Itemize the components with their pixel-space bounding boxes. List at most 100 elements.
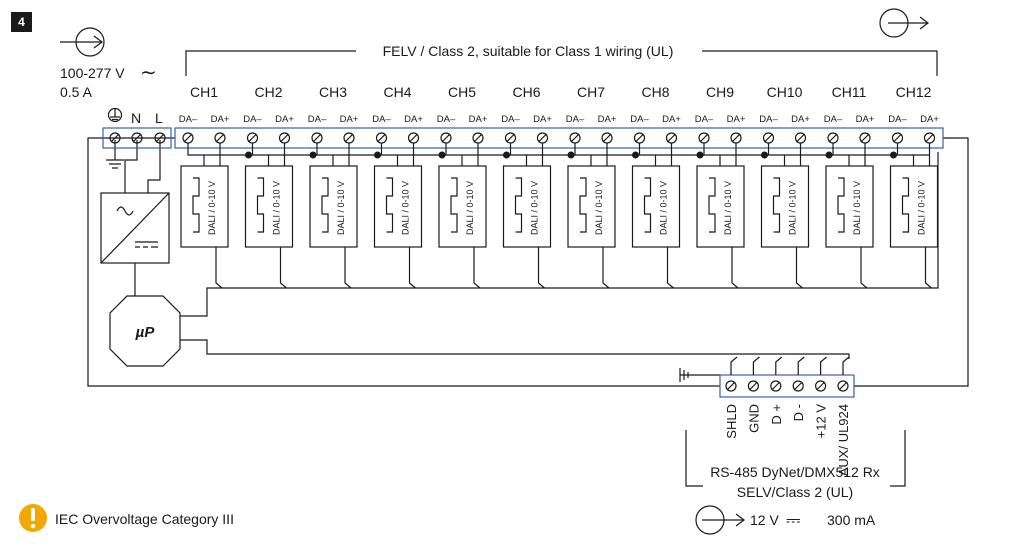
channel-label: CH12 [896, 84, 932, 100]
terminal-label-da-minus: DA– [501, 114, 520, 125]
driver-box [180, 165, 229, 248]
terminal-label-da-minus: DA– [630, 114, 649, 125]
channel-label: CH6 [512, 84, 540, 100]
shield-ground-symbol [679, 368, 689, 382]
selv-label: SELV/Class 2 (UL) [737, 484, 853, 500]
channel-label: CH8 [641, 84, 669, 100]
driver-label: DALI / 0-10 V [917, 181, 927, 235]
bus-terminal-label: D - [791, 404, 806, 421]
felv-bracket-right [702, 50, 938, 76]
driver-box [889, 165, 939, 248]
driver-label: DALI / 0-10 V [659, 181, 669, 235]
outer-loop-left [87, 137, 720, 387]
bus-terminal-label: +12 V [814, 404, 829, 439]
terminal-label-da-plus: DA+ [340, 114, 359, 125]
driver-box [567, 165, 616, 248]
bus-terminal-screw[interactable] [814, 380, 827, 392]
terminal-label-da-plus: DA+ [727, 114, 746, 125]
driver-label: DALI / 0-10 V [594, 181, 604, 235]
channel-label: CH1 [190, 84, 218, 100]
terminal-label-da-plus: DA+ [275, 114, 294, 125]
terminal-label-da-plus: DA+ [404, 114, 423, 125]
outer-loop-right [854, 137, 969, 387]
output-voltage: 12 V [750, 512, 779, 528]
driver-box [760, 165, 810, 248]
warning-text: IEC Overvoltage Category III [55, 511, 234, 527]
terminal-label-da-plus: DA+ [791, 114, 810, 125]
terminal-label-da-plus: DA+ [598, 114, 617, 125]
terminal-screw-l [154, 132, 166, 144]
ac-symbol: ∼ [140, 62, 157, 84]
channel-label: CH4 [383, 84, 411, 100]
terminal-label-da-plus: DA+ [662, 114, 681, 125]
terminal-label-da-minus: DA– [179, 114, 198, 125]
bus-terminals-layer: SHLD GND D + D - +12 V AUX/ UL924 [724, 356, 851, 476]
terminal-label-l: L [155, 110, 163, 126]
bus-terminal-label: D + [769, 404, 784, 425]
channel-label: CH3 [319, 84, 347, 100]
earth-symbol-top [107, 107, 123, 123]
processor-label: µP [135, 324, 156, 341]
driver-box [502, 165, 552, 248]
bus-terminal-label: GND [746, 404, 761, 433]
rs485-bracket-left [685, 430, 703, 487]
bus-terminal-screw[interactable] [792, 380, 804, 392]
terminal-label-da-minus: DA– [695, 114, 714, 125]
driver-box [825, 165, 874, 248]
bus-terminal-screw[interactable] [770, 380, 782, 392]
terminal-label-da-minus: DA– [759, 114, 778, 125]
bus-terminal-screw[interactable] [725, 380, 737, 392]
bus-terminal-screw[interactable] [747, 380, 760, 392]
channel-label: CH11 [832, 84, 867, 100]
processor-octagon [109, 295, 181, 367]
earth-ground-symbol [106, 159, 124, 169]
terminal-label-da-minus: DA– [888, 114, 907, 125]
channel-label: CH2 [254, 84, 282, 100]
terminal-label-da-plus: DA+ [856, 114, 875, 125]
bus-terminal-label: AUX/ UL924 [836, 404, 851, 476]
driver-box [696, 165, 745, 248]
terminal-label-n: N [131, 110, 141, 126]
terminal-label-da-plus: DA+ [920, 114, 939, 125]
driver-box [438, 165, 487, 248]
terminal-label-da-minus: DA– [243, 114, 262, 125]
terminal-label-da-plus: DA+ [469, 114, 488, 125]
dali-bus-a [180, 152, 939, 317]
felv-bracket-left [185, 50, 356, 76]
dc-symbol: ⎓ [786, 510, 800, 530]
terminal-label-da-minus: DA– [437, 114, 456, 125]
rs485-label: RS-485 DyNet/DMX512 Rx [710, 464, 880, 480]
figure-number-badge: 4 [11, 12, 32, 32]
driver-box [244, 165, 294, 248]
rs485-link [180, 339, 850, 359]
channel-label: CH10 [767, 84, 803, 100]
channel-label: CH7 [577, 84, 605, 100]
bus-terminal-label: SHLD [724, 404, 739, 439]
mains-current: 0.5 A [60, 84, 93, 100]
terminal-label-da-plus: DA+ [533, 114, 552, 125]
channel-label: CH9 [706, 84, 734, 100]
driver-label: DALI / 0-10 V [788, 181, 798, 235]
rs485-bracket-right [890, 430, 906, 487]
driver-box [309, 165, 358, 248]
driver-label: DALI / 0-10 V [465, 181, 475, 235]
mains-terminal-block [102, 127, 172, 149]
driver-label: DALI / 0-10 V [336, 181, 346, 235]
terminal-label-da-plus: DA+ [211, 114, 230, 125]
driver-label: DALI / 0-10 V [401, 181, 411, 235]
bus-terminal-screw[interactable] [837, 380, 849, 392]
felv-label: FELV / Class 2, suitable for Class 1 wir… [383, 43, 674, 59]
